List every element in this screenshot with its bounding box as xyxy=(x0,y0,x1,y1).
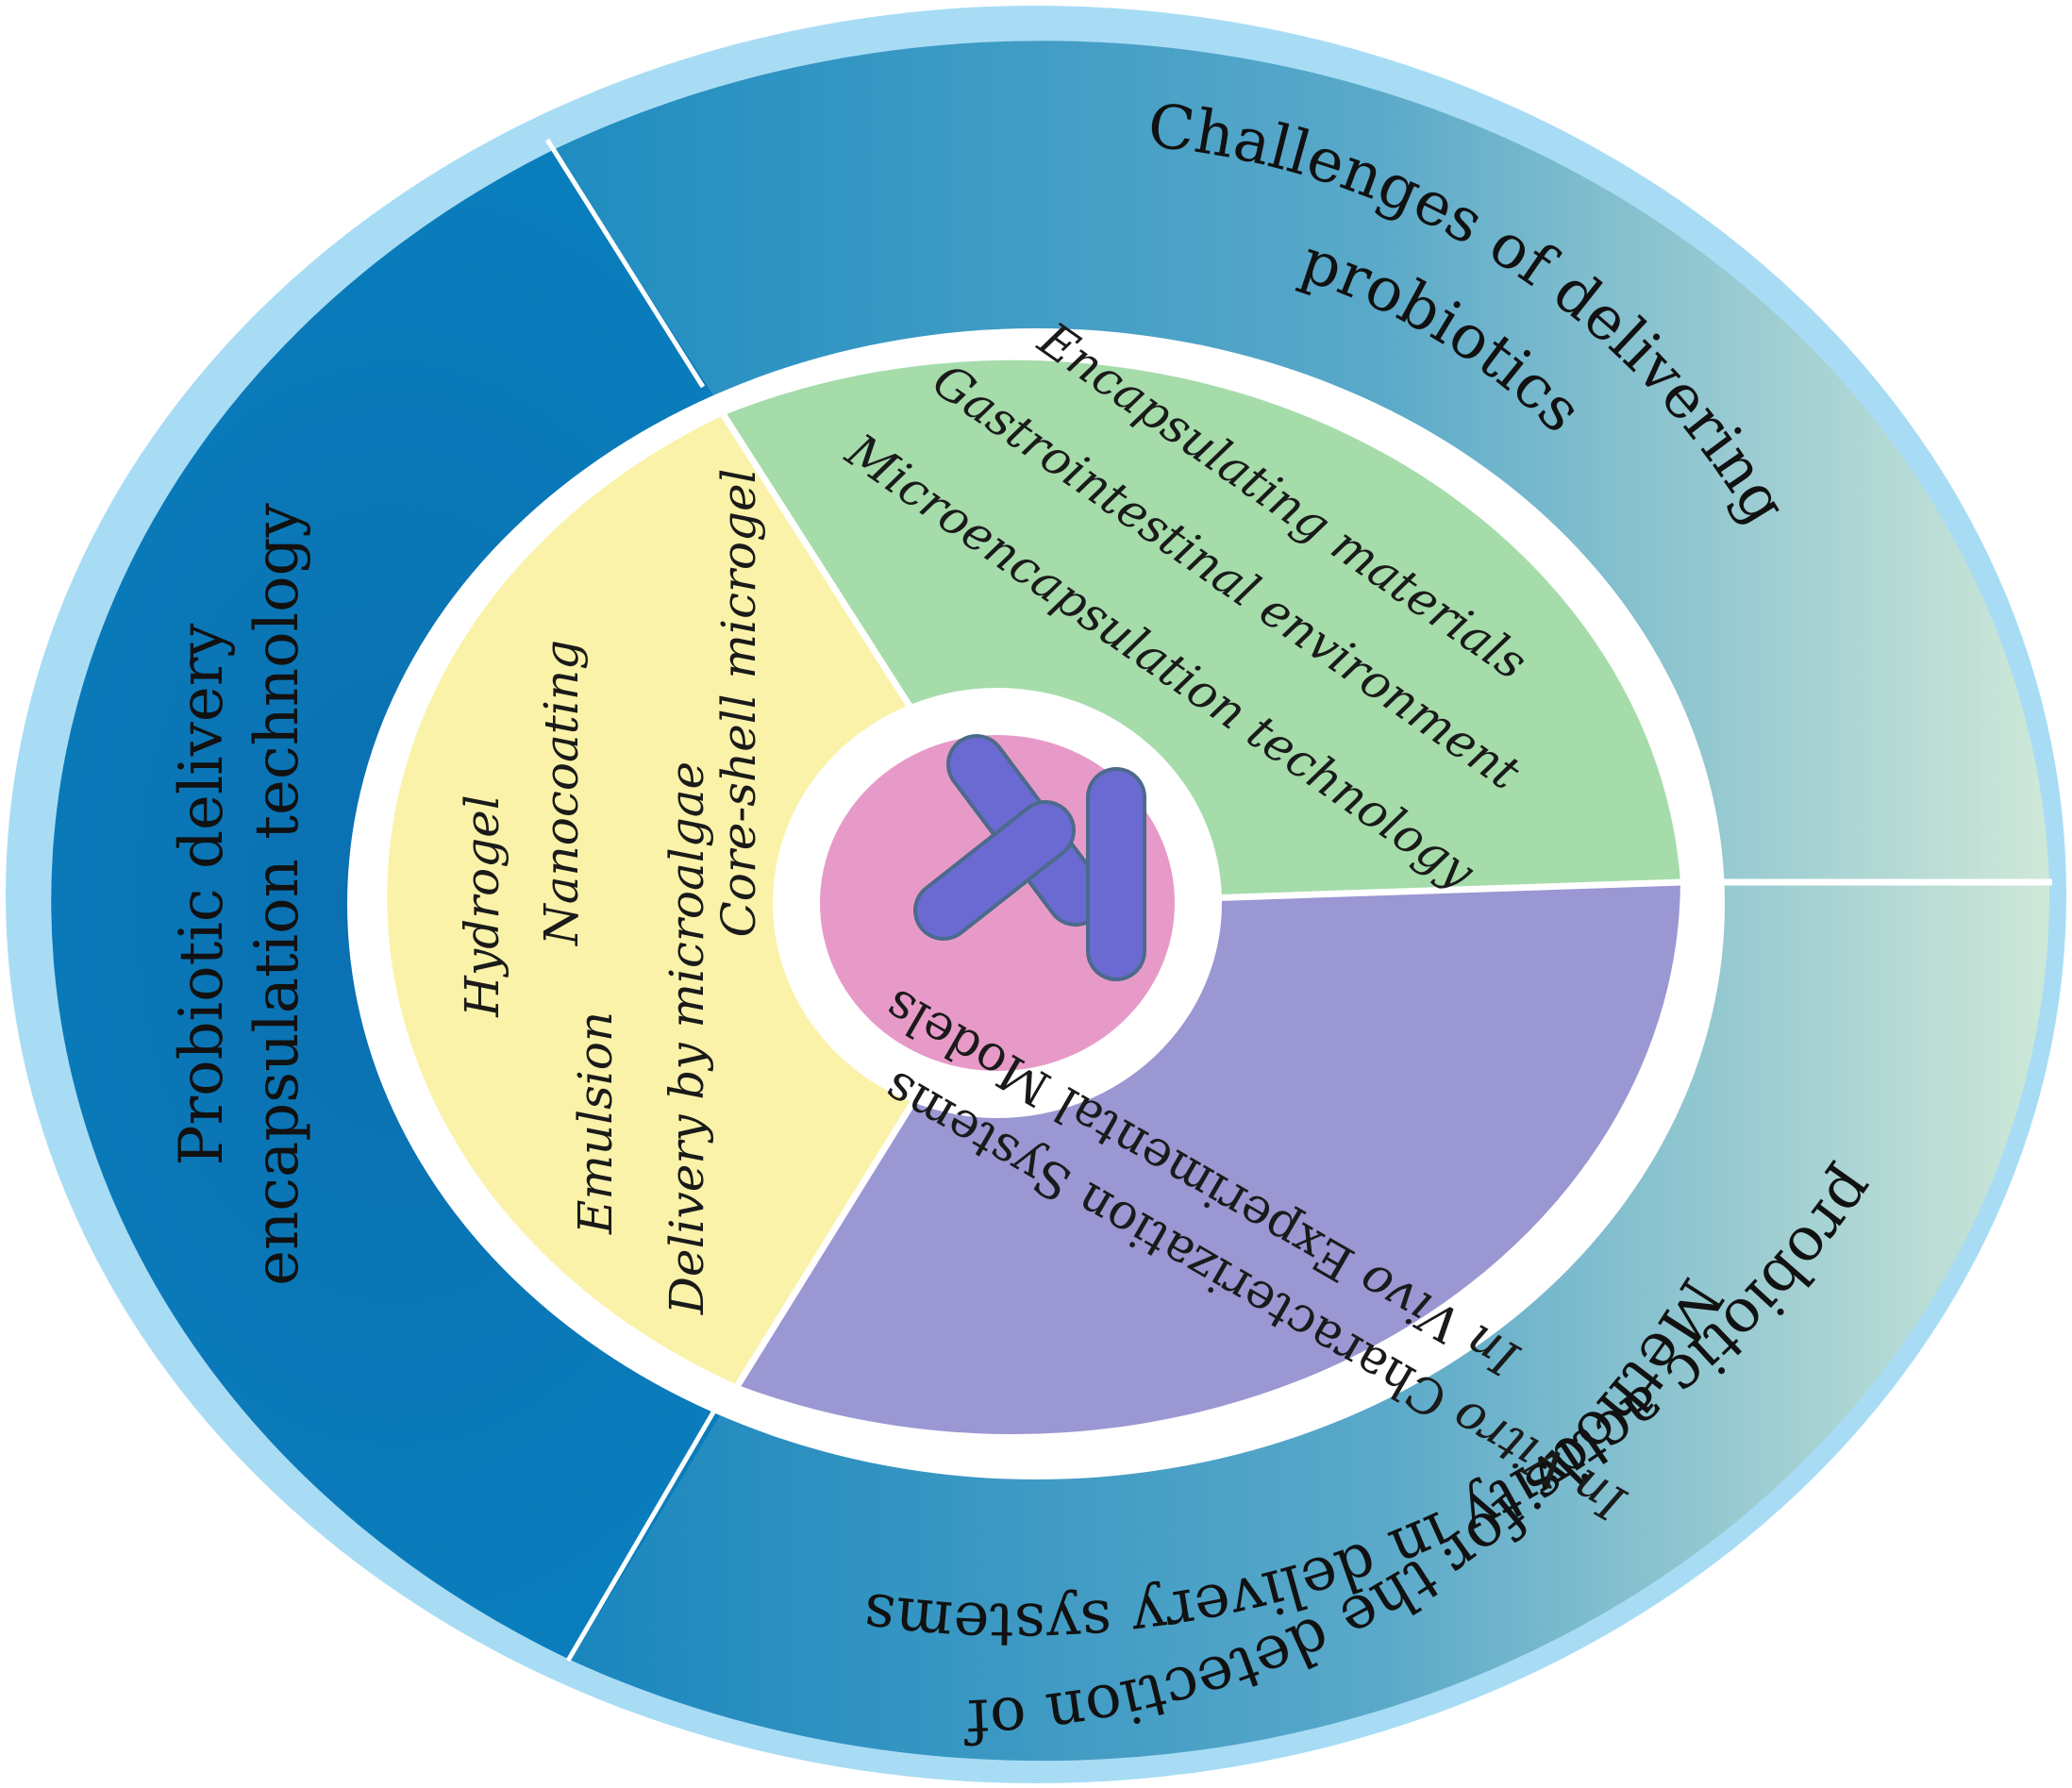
item-emulsion: Emulsion xyxy=(568,1011,623,1235)
item-core-shell-microgel: Core-shell microgel xyxy=(711,468,766,937)
label-probiotic-delivery: Probiotic delivery encapsulation technol… xyxy=(167,503,312,1286)
item-hydrogel: Hydrogel xyxy=(455,794,510,1017)
divider-top xyxy=(544,138,706,389)
sector-yellow xyxy=(387,415,1036,1385)
bacteria-icon xyxy=(913,734,1146,981)
probiotic-delivery-line1: Probiotic delivery xyxy=(167,623,237,1165)
item-nanocoating: Nanocoating xyxy=(534,640,589,946)
yellow-sector-labels: Hydrogel Nanocoating Emulsion Delivery b… xyxy=(455,468,766,1315)
divider-bottom xyxy=(565,1404,720,1663)
probiotic-delivery-line2: encapsulation technology xyxy=(242,503,312,1286)
item-delivery-by-microalgae: Delivery by microalgae xyxy=(660,761,714,1315)
